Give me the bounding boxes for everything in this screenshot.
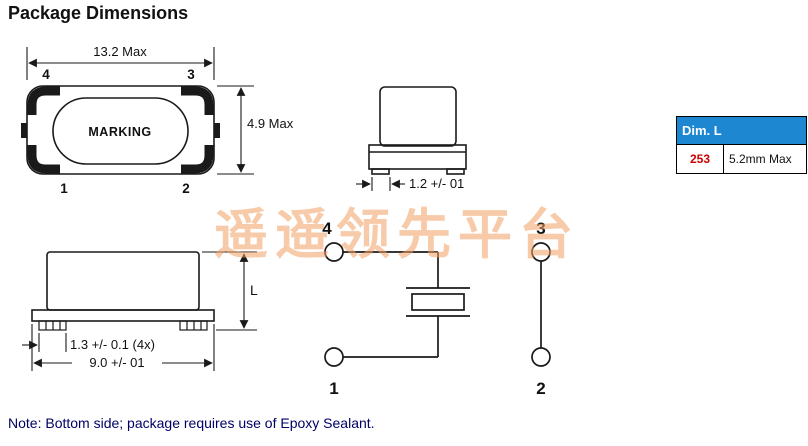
- dim-code-cell: 253: [677, 145, 724, 173]
- pin-label-2: 2: [182, 181, 190, 196]
- body-length-label: 9.0 +/- 01: [89, 355, 144, 370]
- terminal-1: [324, 347, 344, 367]
- schematic-pin-4: 4: [322, 219, 332, 238]
- dimension-table-header: Dim. L: [677, 117, 806, 144]
- body-length-dimension: [31, 324, 215, 371]
- side-view-labels: 1.3 +/- 0.1 (4x) 9.0 +/- 01 L: [70, 282, 258, 370]
- schematic-pin-3: 3: [536, 219, 545, 238]
- top-view-labels: MARKING 4 3 1 2 13.2 Max 4.9 Max: [42, 44, 294, 196]
- terminal-2: [531, 347, 551, 367]
- height-dim-label: 4.9 Max: [247, 116, 294, 131]
- edge-tick-right: [214, 123, 220, 138]
- edge-tick-left: [21, 123, 27, 138]
- schematic-labels: 4 3 1 2: [322, 219, 545, 398]
- pad-width-label: 1.3 +/- 0.1 (4x): [70, 337, 155, 352]
- width-dim-label: 13.2 Max: [93, 44, 147, 59]
- crystal-symbol: [406, 287, 470, 317]
- pad-width-dimension: [22, 333, 67, 352]
- marking-oval: [52, 97, 189, 165]
- pin-label-3: 3: [187, 67, 195, 82]
- front-pad-left: [371, 168, 390, 175]
- front-pad-right: [446, 168, 465, 175]
- corner-pad-1: [27, 145, 60, 174]
- schematic: [324, 242, 551, 367]
- height-L-dimension: [202, 251, 257, 331]
- width-dimension: [26, 47, 215, 80]
- note-text: Note: Bottom side; package requires use …: [8, 415, 375, 431]
- schematic-pin-1: 1: [329, 379, 338, 398]
- side-view: [22, 251, 257, 371]
- dimension-table: Dim. L 253 5.2mm Max: [676, 116, 807, 174]
- top-view: [21, 47, 254, 175]
- dimension-table-row: 253 5.2mm Max: [677, 144, 806, 173]
- corner-pad-3: [181, 86, 214, 115]
- front-base: [368, 144, 467, 170]
- corner-pad-4: [27, 86, 60, 115]
- marking-label: MARKING: [88, 125, 151, 139]
- front-body: [379, 86, 457, 147]
- schematic-pin-2: 2: [536, 379, 545, 398]
- side-pads: [38, 320, 208, 331]
- height-dimension: [217, 85, 254, 175]
- pin-label-1: 1: [60, 181, 68, 196]
- dim-value-cell: 5.2mm Max: [729, 152, 792, 166]
- height-L-label: L: [250, 282, 258, 298]
- front-pad-dimension: [356, 177, 405, 191]
- front-pad-label: 1.2 +/- 01: [409, 176, 464, 191]
- side-base: [31, 309, 215, 322]
- pin-label-4: 4: [42, 67, 50, 82]
- crystal-body: [411, 293, 465, 311]
- terminal-3: [531, 242, 551, 262]
- package-outline: [26, 85, 215, 175]
- page-title: Package Dimensions: [8, 3, 189, 23]
- terminal-4: [324, 242, 344, 262]
- front-view: [356, 86, 467, 191]
- corner-pad-2: [181, 145, 214, 174]
- side-body: [46, 251, 200, 311]
